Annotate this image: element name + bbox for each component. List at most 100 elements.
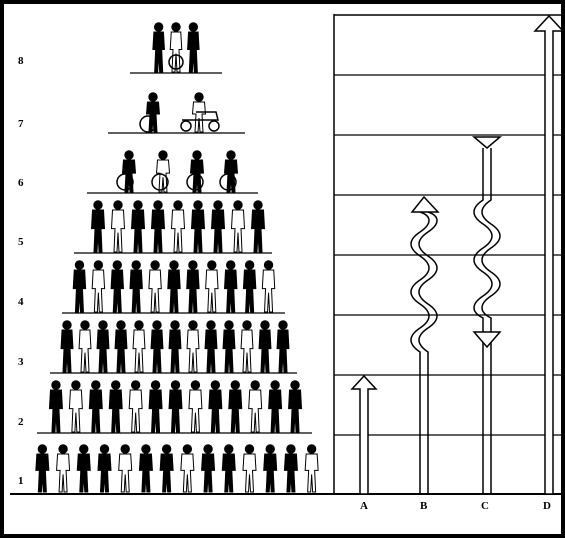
person-head	[225, 445, 233, 453]
person-body	[289, 390, 302, 432]
person-head	[194, 201, 202, 209]
person-body	[188, 32, 200, 72]
person-head	[287, 445, 295, 453]
person-head	[154, 23, 162, 31]
person-body	[97, 330, 109, 372]
person-body	[109, 390, 122, 432]
person-body	[57, 454, 70, 492]
person-body	[36, 454, 49, 492]
column-label-a: A	[360, 500, 368, 512]
person-head	[193, 151, 201, 159]
person-body	[243, 454, 256, 492]
person-body	[153, 32, 165, 72]
person-body	[151, 330, 163, 372]
person-head	[100, 445, 108, 453]
person-head	[245, 445, 253, 453]
person-head	[195, 93, 203, 101]
person-body	[69, 390, 82, 432]
person-head	[225, 321, 233, 329]
person-body	[225, 160, 238, 192]
person-body	[232, 210, 245, 252]
person-body	[206, 270, 218, 312]
person-head	[59, 445, 67, 453]
person-head	[227, 261, 235, 269]
person-body	[259, 330, 271, 372]
person-head	[204, 445, 212, 453]
person-body	[73, 270, 85, 312]
arrow-down-icon	[474, 332, 500, 347]
person-head	[113, 261, 121, 269]
person-head	[99, 321, 107, 329]
person-head	[214, 201, 222, 209]
column-label-d: D	[543, 500, 551, 512]
person-head	[279, 321, 287, 329]
person-body	[119, 454, 132, 492]
person-body	[139, 454, 152, 492]
person-body	[123, 160, 136, 192]
person-body	[181, 454, 194, 492]
person-head	[63, 321, 71, 329]
person-body	[160, 454, 173, 492]
person-body	[269, 390, 282, 432]
person-head	[131, 381, 139, 389]
person-head	[38, 445, 46, 453]
person-head	[174, 201, 182, 209]
person-head	[245, 261, 253, 269]
person-head	[307, 445, 315, 453]
person-head	[112, 381, 120, 389]
person-head	[94, 201, 102, 209]
person-head	[142, 445, 150, 453]
person-body	[149, 270, 161, 312]
person-body	[243, 270, 255, 312]
person-head	[243, 321, 251, 329]
person-head	[172, 23, 180, 31]
person-body	[169, 390, 182, 432]
person-head	[261, 321, 269, 329]
person-head	[151, 261, 159, 269]
column-label-b: B	[420, 500, 428, 512]
person-head	[117, 321, 125, 329]
person-body	[212, 210, 225, 252]
person-head	[171, 321, 179, 329]
person-head	[183, 445, 191, 453]
person-head	[114, 201, 122, 209]
person-head	[170, 261, 178, 269]
person-body	[187, 270, 199, 312]
person-head	[154, 201, 162, 209]
person-body	[130, 270, 142, 312]
person-body	[61, 330, 73, 372]
person-head	[151, 381, 159, 389]
person-body	[157, 160, 170, 192]
person-body	[77, 454, 90, 492]
person-head	[189, 23, 197, 31]
person-head	[72, 381, 80, 389]
person-body	[79, 330, 91, 372]
person-head	[211, 381, 219, 389]
person-body	[241, 330, 253, 372]
person-head	[254, 201, 262, 209]
person-body	[192, 210, 205, 252]
person-body	[284, 454, 297, 492]
person-head	[251, 381, 259, 389]
person-body	[229, 390, 242, 432]
level-label-2: 2	[18, 416, 24, 428]
person-head	[291, 381, 299, 389]
person-body	[112, 210, 125, 252]
person-head	[159, 151, 167, 159]
person-body	[205, 330, 217, 372]
person-head	[94, 261, 102, 269]
person-body	[187, 330, 199, 372]
person-body	[223, 330, 235, 372]
person-body	[168, 270, 180, 312]
person-body	[264, 454, 277, 492]
person-body	[133, 330, 145, 372]
person-head	[227, 151, 235, 159]
person-body	[252, 210, 265, 252]
person-head	[231, 381, 239, 389]
person-body	[92, 210, 105, 252]
person-body	[169, 330, 181, 372]
person-body	[132, 210, 145, 252]
person-head	[189, 261, 197, 269]
person-head	[162, 445, 170, 453]
person-body	[262, 270, 274, 312]
